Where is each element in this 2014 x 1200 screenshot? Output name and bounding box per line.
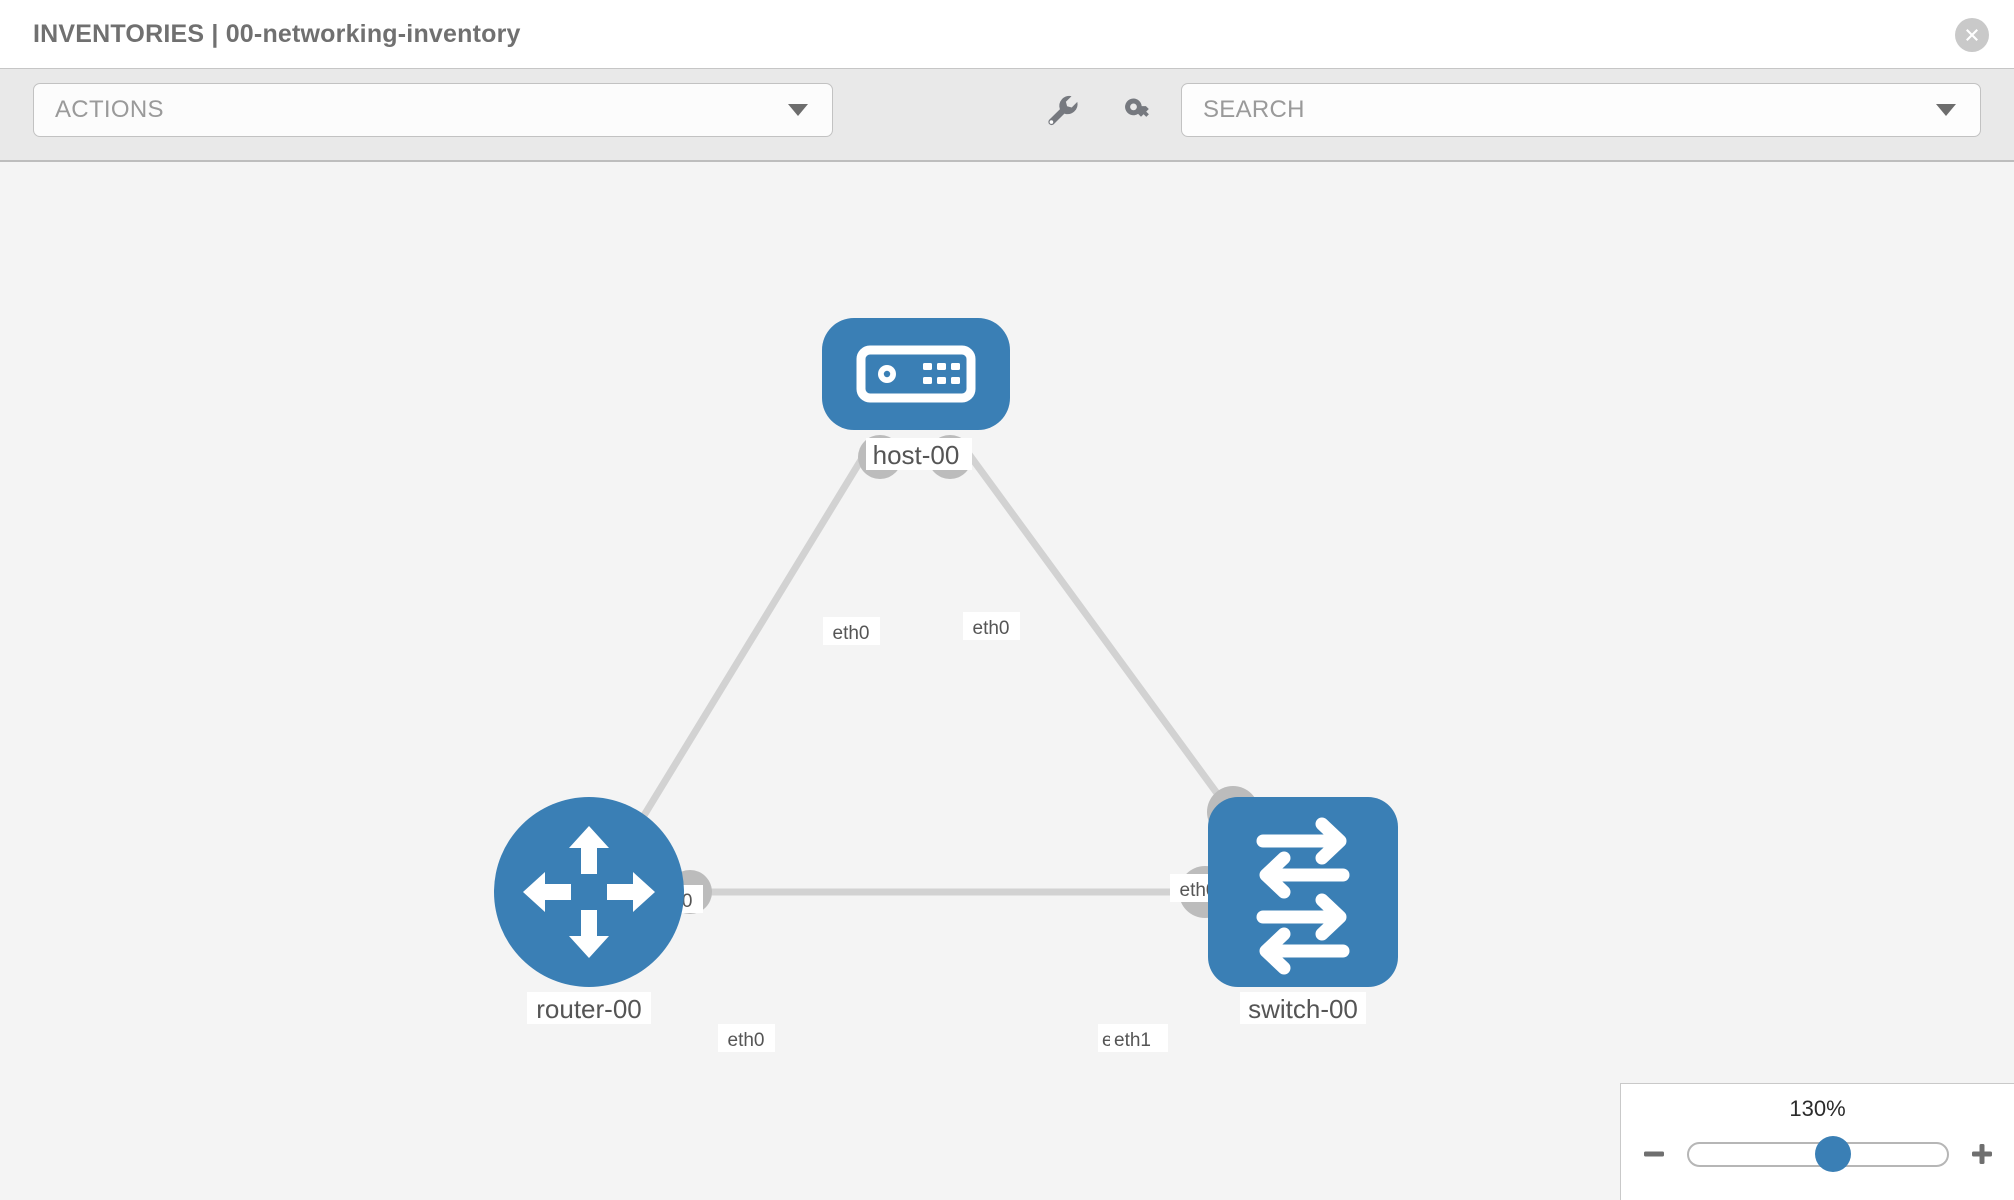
page-title: INVENTORIES | 00-networking-inventory bbox=[33, 19, 521, 48]
toolbar-icon-group bbox=[1040, 83, 1160, 137]
link-host-switch[interactable] bbox=[956, 438, 1242, 826]
server-icon bbox=[856, 345, 976, 403]
router-arrows-icon bbox=[523, 826, 655, 958]
router-node-shape[interactable] bbox=[494, 797, 684, 987]
search-input[interactable]: SEARCH bbox=[1181, 83, 1981, 137]
iface-label-switch-host: eth0 bbox=[1180, 880, 1217, 901]
search-placeholder: SEARCH bbox=[1203, 96, 1305, 123]
node-label-bg bbox=[866, 438, 972, 470]
iface-label-bg bbox=[1110, 1024, 1168, 1052]
page-header: INVENTORIES | 00-networking-inventory bbox=[0, 0, 2014, 68]
iface-label-bg bbox=[823, 617, 880, 645]
zoom-slider-row bbox=[1621, 1134, 2014, 1174]
node-label-bg bbox=[527, 992, 651, 1024]
switch-arrows-icon bbox=[1256, 817, 1350, 975]
topology-graph[interactable]: eth0 eth0 eth0 eth0 eth0 eth eth1 bbox=[0, 162, 2014, 1200]
chevron-down-icon bbox=[788, 104, 808, 116]
link-host-router[interactable] bbox=[636, 438, 876, 826]
zoom-control-panel: 130% bbox=[1620, 1083, 2014, 1200]
minus-icon[interactable] bbox=[1639, 1139, 1669, 1169]
wrench-icon[interactable] bbox=[1040, 89, 1082, 131]
node-label-host-00: host-00 bbox=[873, 440, 960, 470]
iface-label-router-switch: eth0 bbox=[728, 1030, 765, 1051]
plus-icon[interactable] bbox=[1967, 1139, 1997, 1169]
topology-canvas[interactable]: eth0 eth0 eth0 eth0 eth0 eth eth1 bbox=[0, 162, 2014, 1200]
actions-dropdown[interactable]: ACTIONS bbox=[33, 83, 833, 137]
iface-label-host-router: eth0 bbox=[833, 623, 870, 644]
close-icon[interactable] bbox=[1955, 18, 1989, 52]
topology-links bbox=[636, 438, 1242, 896]
host-node-shape[interactable] bbox=[822, 318, 1010, 430]
zoom-slider-track[interactable] bbox=[1686, 1136, 1949, 1172]
key-icon[interactable] bbox=[1118, 89, 1160, 131]
node-label-switch-00: switch-00 bbox=[1248, 994, 1358, 1024]
actions-dropdown-label: ACTIONS bbox=[55, 96, 164, 123]
iface-label-bg bbox=[718, 1024, 775, 1052]
zoom-slider-thumb[interactable] bbox=[1814, 1136, 1851, 1172]
zoom-percent-label: 130% bbox=[1789, 1096, 1846, 1121]
node-label-bg bbox=[1240, 992, 1366, 1024]
interface-labels: eth0 eth0 eth0 eth0 eth0 eth eth1 bbox=[646, 612, 1227, 1052]
topology-node-router-00[interactable]: router-00 bbox=[494, 797, 684, 1024]
iface-label-switch-router: eth1 bbox=[1114, 1030, 1151, 1051]
node-label-router-00: router-00 bbox=[536, 994, 642, 1024]
switch-node-shape[interactable] bbox=[1208, 797, 1398, 987]
topology-node-switch-00[interactable]: switch-00 bbox=[1208, 797, 1398, 1024]
iface-label-bg bbox=[963, 612, 1020, 640]
chevron-down-icon bbox=[1936, 104, 1956, 116]
topology-toolbar: ACTIONS SEARCH bbox=[0, 68, 2014, 162]
topology-node-host-00[interactable]: host-00 bbox=[822, 318, 1010, 470]
link-endpoints bbox=[668, 435, 1259, 918]
iface-label-host-switch: eth0 bbox=[973, 618, 1010, 639]
